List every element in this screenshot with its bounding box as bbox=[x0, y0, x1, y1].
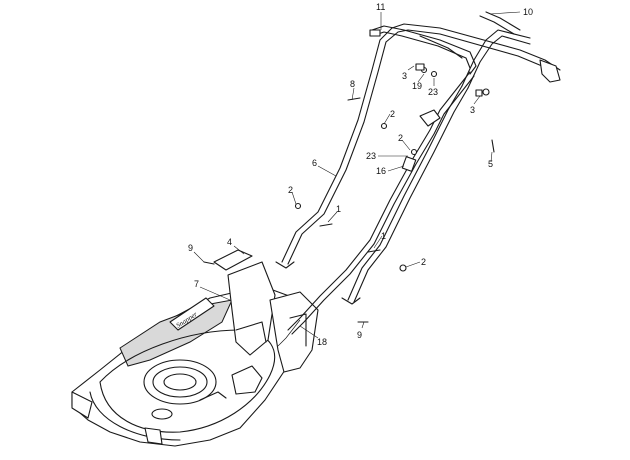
callout-labels: 11 10 3 19 23 3 8 2 2 23 16 5 6 2 1 1 9 … bbox=[188, 2, 533, 347]
callout-10: 10 bbox=[523, 7, 533, 17]
callout-1: 1 bbox=[381, 231, 386, 241]
callout-1: 1 bbox=[336, 204, 341, 214]
bail-bar bbox=[369, 25, 477, 75]
callout-23: 23 bbox=[366, 151, 376, 161]
callout-11: 11 bbox=[376, 2, 385, 12]
hardware-parts bbox=[203, 63, 495, 323]
callout-2: 2 bbox=[288, 185, 293, 195]
callout-5: 5 bbox=[488, 159, 493, 169]
callout-4: 4 bbox=[227, 237, 232, 247]
callout-8: 8 bbox=[350, 79, 355, 89]
callout-7: 7 bbox=[194, 279, 199, 289]
callout-2: 2 bbox=[398, 133, 403, 143]
logo-plate bbox=[169, 297, 215, 331]
knob bbox=[380, 122, 388, 130]
cable-clip bbox=[401, 156, 417, 172]
leader-lines bbox=[193, 11, 521, 339]
knob bbox=[399, 264, 407, 272]
knob bbox=[294, 202, 302, 210]
callout-16: 16 bbox=[376, 166, 386, 176]
callout-3: 3 bbox=[470, 105, 475, 115]
callout-9: 9 bbox=[357, 330, 362, 340]
lower-handle bbox=[275, 39, 469, 305]
control-cable bbox=[277, 71, 475, 347]
callout-23: 23 bbox=[428, 87, 438, 97]
callout-3: 3 bbox=[402, 71, 407, 81]
callout-6: 6 bbox=[312, 158, 317, 168]
upper-handle bbox=[379, 11, 561, 89]
knob bbox=[410, 148, 418, 156]
callout-2: 2 bbox=[421, 257, 426, 267]
knob bbox=[482, 88, 490, 96]
knob bbox=[430, 70, 438, 78]
callout-9: 9 bbox=[188, 243, 193, 253]
callout-19: 19 bbox=[412, 81, 422, 91]
callout-2: 2 bbox=[390, 109, 395, 119]
callout-18: 18 bbox=[317, 337, 327, 347]
